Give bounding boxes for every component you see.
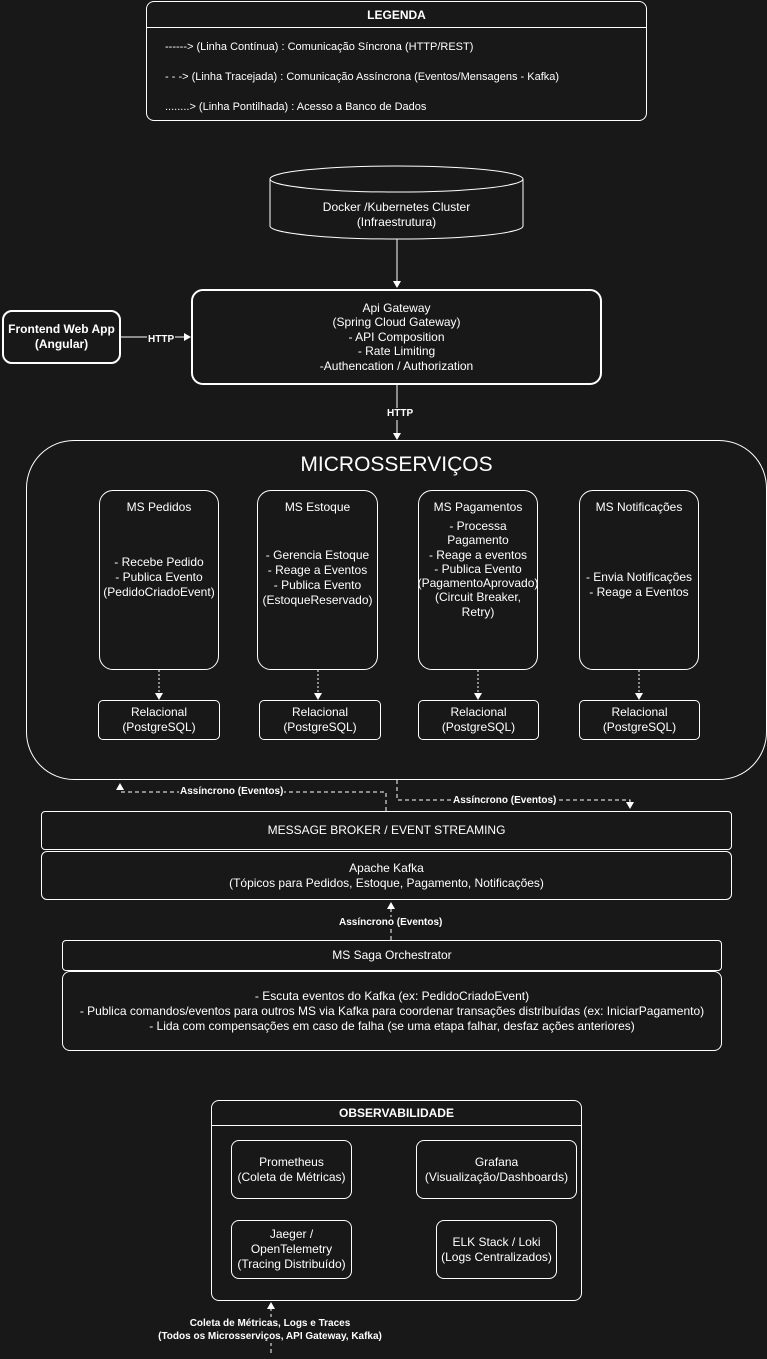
- tool-grafana: Grafana (Visualização/Dashboards): [416, 1140, 577, 1199]
- ms-pagamentos-line-6: Retry): [461, 604, 495, 619]
- gateway-title: Api Gateway: [362, 300, 431, 315]
- gateway-line-4: -Authencation / Authorization: [319, 358, 474, 373]
- edge-label-async-right: Assíncrono (Eventos): [452, 795, 558, 807]
- kafka-title: Apache Kafka: [349, 860, 424, 875]
- edge-label-observability: Coleta de Métricas, Logs e Traces (Todos…: [150, 1317, 390, 1343]
- db-pedidos-title: Relacional: [130, 705, 188, 719]
- saga-line-0: - Escuta eventos do Kafka (ex: PedidoCri…: [254, 988, 530, 1003]
- ms-pagamentos-line-5: (Circuit Breaker,: [434, 590, 522, 605]
- legend-box: LEGENDA ------> (Linha Contínua) : Comun…: [146, 1, 647, 121]
- ms-pagamentos-line-2: - Reage a eventos: [428, 547, 528, 562]
- db-pedidos-engine: (PostgreSQL): [122, 720, 196, 734]
- ms-pedidos-line-0: - Recebe Pedido: [114, 555, 204, 569]
- db-pagamentos-engine: (PostgreSQL): [441, 720, 516, 734]
- edge-label-saga-kafka: Assíncrono (Eventos): [338, 917, 444, 929]
- saga-description: - Escuta eventos do Kafka (ex: PedidoCri…: [62, 971, 722, 1051]
- ms-estoque-line-1: - Reage a Eventos: [267, 563, 368, 577]
- tool-elk-title: ELK Stack / Loki: [452, 1234, 541, 1249]
- cluster-cylinder: Docker /Kubernetes Cluster (Infraestrutu…: [269, 165, 524, 240]
- ms-estoque-node: MS Estoque - Gerencia Estoque - Reage a …: [257, 490, 378, 670]
- ms-pagamentos-line-1: Pagamento: [447, 533, 509, 548]
- frontend-title: Frontend Web App: [8, 322, 115, 336]
- ms-estoque-line-3: (EstoqueReservado): [262, 593, 373, 607]
- observability-title: OBSERVABILIDADE: [339, 1106, 454, 1120]
- cylinder-shape: [269, 165, 524, 240]
- ms-pagamentos-title: MS Pagamentos: [433, 500, 523, 514]
- cluster-title: Docker /Kubernetes Cluster: [322, 200, 471, 214]
- kafka-subtitle: (Tópicos para Pedidos, Estoque, Pagament…: [229, 875, 544, 890]
- legend-divider: [147, 27, 646, 28]
- tool-jaeger-subtitle: (Tracing Distribuído): [237, 1257, 346, 1271]
- legend-item-async: - - -> (Linha Tracejada) : Comunicação A…: [165, 71, 560, 83]
- ms-pagamentos-line-4: (PagamentoAprovado): [417, 576, 539, 591]
- tool-grafana-subtitle: (Visualização/Dashboards): [424, 1169, 569, 1184]
- ms-notificacoes-line-1: - Reage a Eventos: [589, 585, 689, 599]
- saga-orchestrator-node: MS Saga Orchestrator: [62, 940, 722, 971]
- gateway-line-1: (Spring Cloud Gateway): [332, 315, 461, 330]
- ms-pedidos-line-2: (PedidoCriadoEvent): [103, 585, 215, 599]
- message-broker-node: MESSAGE BROKER / EVENT STREAMING: [41, 811, 732, 850]
- db-notificacoes-title: Relacional: [611, 705, 668, 719]
- broker-title: MESSAGE BROKER / EVENT STREAMING: [267, 823, 506, 837]
- gateway-line-3: - Rate Limiting: [357, 344, 436, 359]
- ms-pedidos-title: MS Pedidos: [126, 500, 192, 514]
- observability-divider: [212, 1125, 581, 1126]
- ms-notificacoes-title: MS Notificações: [595, 500, 683, 514]
- ms-pagamentos-node: MS Pagamentos - Processa Pagamento - Rea…: [418, 490, 538, 670]
- edge-async-left: [116, 783, 387, 811]
- db-notificacoes: Relacional (PostgreSQL): [579, 700, 700, 740]
- saga-line-1: - Publica comandos/eventos para outros M…: [79, 1003, 705, 1018]
- ms-estoque-line-2: - Publica Evento: [273, 578, 362, 592]
- ms-notificacoes-line-0: - Envia Notificações: [585, 570, 693, 584]
- legend-item-db: ........> (Linha Pontilhada) : Acesso a …: [165, 101, 427, 113]
- tool-elk-subtitle: (Logs Centralizados): [441, 1249, 552, 1264]
- cluster-subtitle: (Infraestrutura): [356, 215, 437, 229]
- db-pagamentos: Relacional (PostgreSQL): [418, 700, 539, 740]
- saga-line-2: - Lida com compensações em caso de falha…: [149, 1018, 635, 1033]
- tool-jaeger-title: Jaeger /: [269, 1227, 314, 1241]
- tool-prometheus: Prometheus (Coleta de Métricas): [231, 1140, 352, 1199]
- legend-title: LEGENDA: [367, 8, 426, 22]
- ms-pedidos-line-1: - Publica Evento: [115, 570, 203, 584]
- edge-label-frontend-gateway: HTTP: [147, 334, 176, 346]
- db-notificacoes-engine: (PostgreSQL): [602, 720, 677, 734]
- legend-item-sync: ------> (Linha Contínua) : Comunicação S…: [165, 41, 474, 53]
- edge-label-async-left: Assíncrono (Eventos): [179, 786, 285, 798]
- ms-estoque-line-0: - Gerencia Estoque: [265, 548, 370, 562]
- saga-title: MS Saga Orchestrator: [332, 948, 452, 962]
- tool-prometheus-subtitle: (Coleta de Métricas): [237, 1169, 346, 1184]
- observability-collect-line-1: (Todos os Microsserviços, API Gateway, K…: [158, 1331, 382, 1342]
- ms-estoque-title: MS Estoque: [284, 500, 351, 514]
- tool-jaeger-line-1: OpenTelemetry: [250, 1242, 333, 1256]
- api-gateway-node: Api Gateway (Spring Cloud Gateway) - API…: [191, 289, 602, 385]
- ms-pagamentos-line-3: - Publica Evento: [434, 561, 522, 576]
- ms-pagamentos-line-0: - Processa: [449, 519, 507, 533]
- gateway-line-2: - API Composition: [348, 329, 445, 344]
- tool-elk: ELK Stack / Loki (Logs Centralizados): [436, 1220, 557, 1279]
- db-pagamentos-title: Relacional: [450, 705, 507, 719]
- kafka-node: Apache Kafka (Tópicos para Pedidos, Esto…: [41, 851, 732, 900]
- db-estoque-title: Relacional: [291, 705, 349, 719]
- tool-jaeger: Jaeger / OpenTelemetry (Tracing Distribu…: [231, 1220, 352, 1279]
- tool-grafana-title: Grafana: [474, 1154, 519, 1169]
- frontend-node: Frontend Web App (Angular): [2, 310, 121, 364]
- observability-collect-line-0: Coleta de Métricas, Logs e Traces: [189, 1318, 351, 1329]
- ms-pedidos-node: MS Pedidos - Recebe Pedido - Publica Eve…: [99, 490, 219, 670]
- frontend-subtitle: (Angular): [34, 337, 89, 351]
- edge-label-gateway-micro: HTTP: [386, 408, 415, 420]
- tool-prometheus-title: Prometheus: [259, 1154, 324, 1169]
- db-pedidos: Relacional (PostgreSQL): [98, 700, 220, 740]
- db-estoque-engine: (PostgreSQL): [283, 720, 357, 734]
- ms-notificacoes-node: MS Notificações - Envia Notificações - R…: [579, 490, 699, 670]
- microservices-title: MICROSSERVIÇOS: [300, 453, 493, 476]
- db-estoque: Relacional (PostgreSQL): [259, 700, 381, 740]
